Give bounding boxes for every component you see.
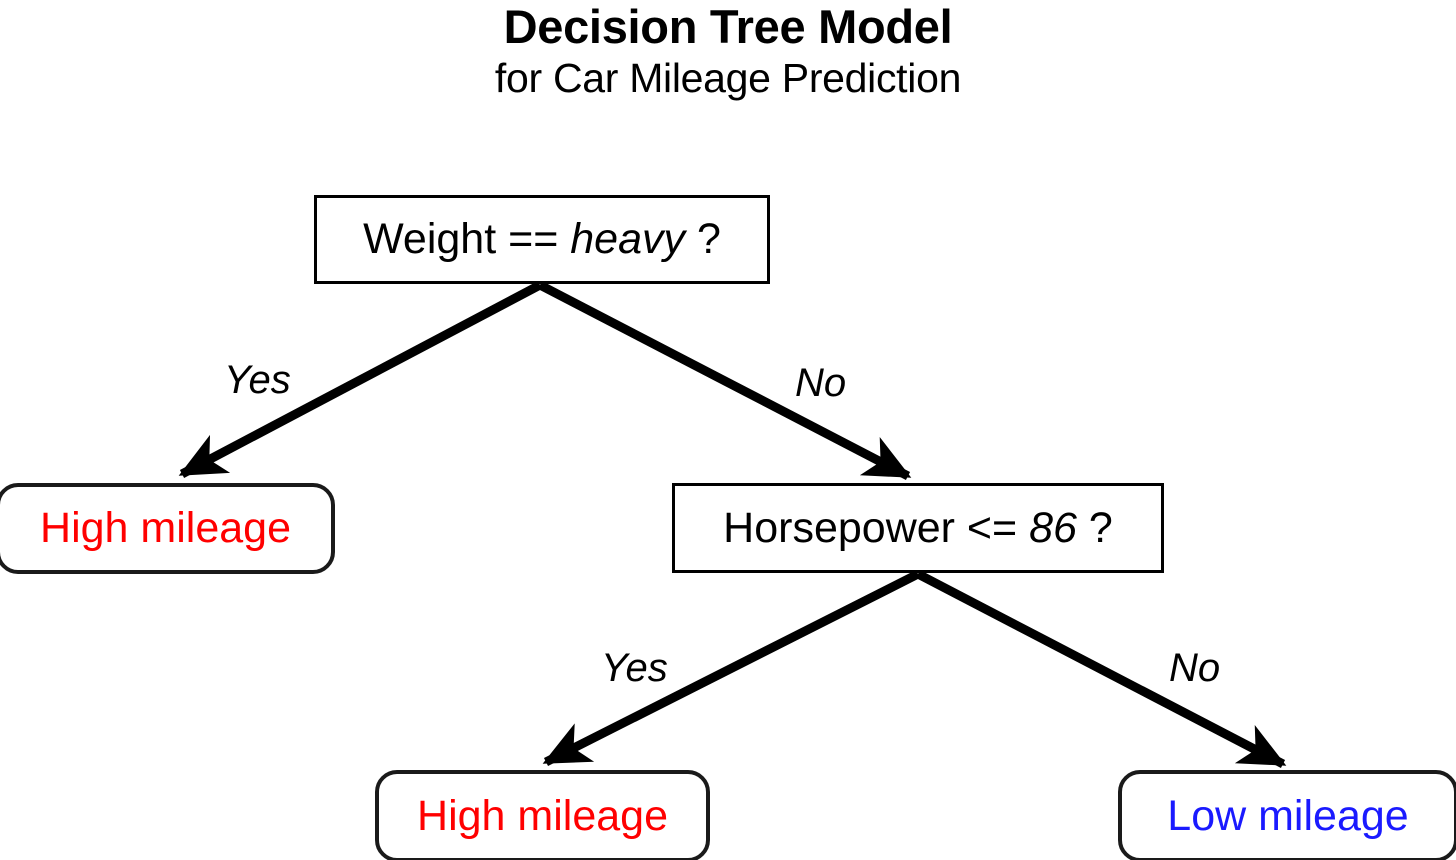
- edge-root-yes: [178, 281, 543, 478]
- node-leaf-high-mileage-left[interactable]: High mileage: [0, 483, 335, 574]
- edge-label-root-no: No: [795, 361, 847, 405]
- node-leaf-low-mileage[interactable]: Low mileage: [1118, 770, 1456, 860]
- node-leaf-low-mileage-label: Low mileage: [1167, 791, 1409, 840]
- node-decision-horsepower-label: Horsepower <= 86 ?: [723, 503, 1113, 552]
- edge-root-no: [537, 281, 912, 480]
- node-leaf-high-mileage-left-label: High mileage: [40, 504, 291, 552]
- page-title: Decision Tree Model: [503, 0, 953, 53]
- node-leaf-high-mileage-bottom[interactable]: High mileage: [375, 770, 710, 860]
- node-root-weight-label: Weight == heavy ?: [363, 215, 721, 263]
- edge-label-hp-no: No: [1169, 646, 1221, 690]
- title-block: Decision Tree Model for Car Mileage Pred…: [0, 0, 1456, 102]
- node-root-weight[interactable]: Weight == heavy ?: [314, 195, 770, 284]
- page-subtitle: for Car Mileage Prediction: [494, 55, 962, 101]
- edge-hp-yes: [542, 569, 921, 767]
- edge-label-hp-yes: Yes: [601, 646, 668, 690]
- edge-label-root-yes: Yes: [224, 358, 291, 402]
- node-leaf-high-mileage-bottom-label: High mileage: [417, 791, 668, 840]
- node-decision-horsepower[interactable]: Horsepower <= 86 ?: [672, 483, 1164, 573]
- edge-hp-no: [915, 570, 1287, 768]
